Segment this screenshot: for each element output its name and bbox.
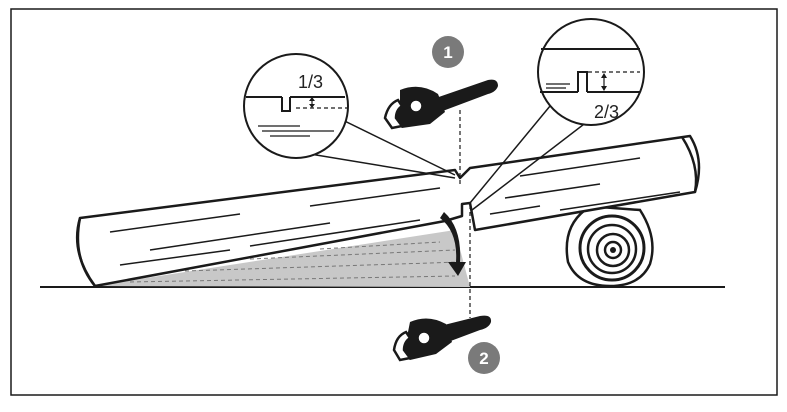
chainsaw-bottom <box>392 315 492 362</box>
step-2-number: 2 <box>479 349 488 368</box>
chainsaw-top-handle <box>383 98 405 130</box>
detail-magnifier-right: 2/3 <box>537 18 645 126</box>
detail-magnifier-left: 1/3 <box>243 53 349 159</box>
chainsaw-bottom-bar <box>440 315 492 342</box>
detail-right-leader-a <box>469 99 556 204</box>
step-1-badge: 1 <box>432 36 464 68</box>
chainsaw-top <box>383 79 498 130</box>
diagram-frame <box>10 8 778 396</box>
support-log-ring <box>578 214 646 282</box>
log-ground-shadow <box>95 230 470 287</box>
detail-right-leader-b <box>471 117 593 211</box>
bend-arrow <box>440 212 466 276</box>
step-2-badge: 2 <box>468 342 500 374</box>
step-1-number: 1 <box>443 43 452 62</box>
support-log <box>565 205 654 288</box>
main-log <box>75 134 701 288</box>
chainsaw-top-bar <box>430 79 498 112</box>
detail-left-leader-a <box>297 151 456 179</box>
fraction-two-thirds-label: 2/3 <box>594 102 619 122</box>
fraction-one-third-label: 1/3 <box>298 72 323 92</box>
chainsaw-bottom-handle <box>392 330 413 362</box>
shadow-dashes <box>129 241 461 283</box>
